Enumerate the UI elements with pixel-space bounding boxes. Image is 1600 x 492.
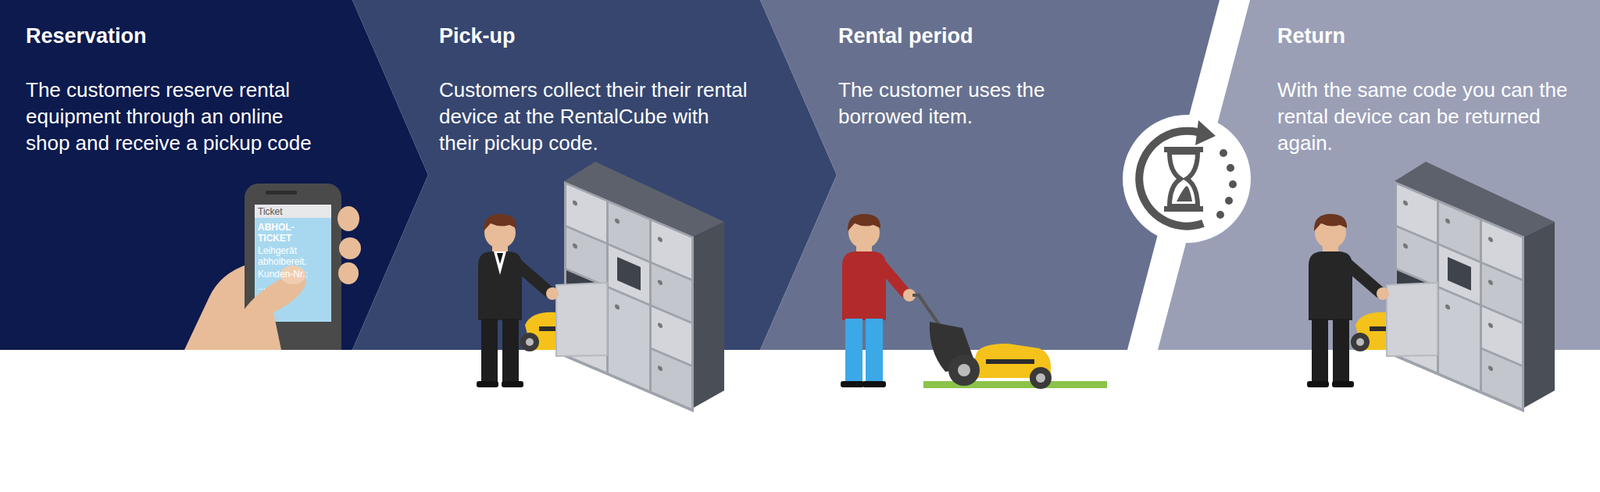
step-description: The customers reserve rental equipment t…: [25, 76, 323, 157]
step-heading: Return: [1277, 23, 1346, 49]
step-description: The customer uses the borrowed item.: [838, 76, 1136, 130]
step-heading: Reservation: [25, 23, 147, 49]
step-heading: Pick-up: [439, 23, 516, 49]
phone-screen-text: ABHOL- TICKET: [257, 221, 307, 244]
phone-screen-text: Leihgerät abholbereit.: [257, 245, 324, 268]
step-description: Customers collect their their rental dev…: [439, 76, 752, 157]
phone-screen-text: Kunden-Nr.:: [257, 268, 329, 280]
phone-screen-text: ...: [257, 281, 329, 293]
step-heading: Rental period: [838, 23, 974, 49]
step-description: With the same code you can the rental de…: [1277, 76, 1590, 157]
phone-screen-text: Ticket: [257, 206, 329, 218]
